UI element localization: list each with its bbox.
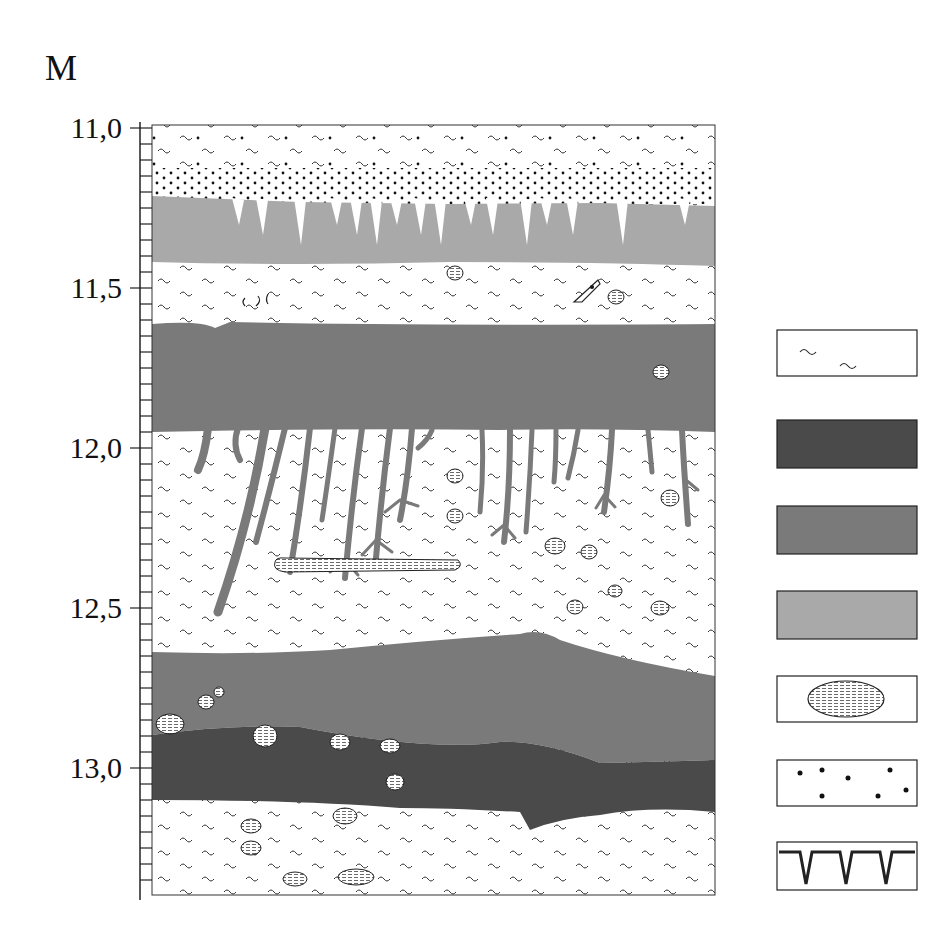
depth-label: 13,0: [70, 753, 123, 783]
axis-tick: [130, 287, 152, 288]
axis-tick: [140, 255, 152, 256]
depth-label: 11,5: [71, 273, 122, 303]
depth-label: 12,5: [70, 593, 123, 623]
crack-wedges: [232, 198, 690, 245]
axis-tick: [140, 511, 152, 512]
axis-tick: [140, 575, 152, 576]
axis-tick: [130, 127, 152, 128]
axis-tick: [140, 591, 152, 592]
axis-tick: [140, 495, 152, 496]
sand-ground: [152, 168, 715, 204]
crack-wedge: [616, 198, 628, 245]
axis-tick: [140, 207, 152, 208]
light-horizon: [152, 196, 715, 266]
axis-tick: [140, 159, 152, 160]
axis-tick: [140, 831, 152, 832]
sparse-sand: [152, 125, 715, 170]
axis-tick: [140, 143, 152, 144]
crack-wedge: [434, 198, 446, 245]
carbonate-nodules: [156, 266, 679, 886]
axis-tick: [140, 351, 152, 352]
crack-wedge: [370, 198, 382, 245]
axis-tick: [140, 639, 152, 640]
axis-tick: [140, 191, 152, 192]
axis-tick: [140, 479, 152, 480]
axis-tick: [140, 815, 152, 816]
axis-ticks: [130, 128, 152, 880]
axis-tick: [140, 863, 152, 864]
crack-wedge: [486, 198, 498, 235]
column-frame: [152, 125, 715, 895]
dark-horizon: [152, 726, 715, 830]
crack-wedge: [540, 198, 552, 225]
medium-horizon: [152, 322, 715, 432]
axis-tick: [140, 367, 152, 368]
crack-wedge: [678, 198, 690, 225]
depth-label: 11,0: [71, 113, 122, 143]
crack-wedge: [232, 198, 244, 225]
crack-wedge: [520, 198, 532, 245]
axis-tick: [140, 175, 152, 176]
axis-tick: [140, 879, 152, 880]
axis-tick: [140, 271, 152, 272]
column-ground: [152, 125, 715, 895]
legend: [777, 330, 917, 890]
crack-wedge: [330, 198, 342, 225]
axis-tick: [130, 767, 152, 768]
sand-layer: [152, 168, 715, 204]
axis-tick: [140, 559, 152, 560]
crack-wedge: [350, 198, 362, 235]
axis-tick: [140, 415, 152, 416]
axis-tick: [140, 783, 152, 784]
axis-tick: [130, 447, 152, 448]
worm-marks: [243, 280, 600, 306]
axis-tick: [140, 239, 152, 240]
axis-tick: [140, 223, 152, 224]
axis-tick: [140, 399, 152, 400]
axis-tick: [140, 751, 152, 752]
unit-label: M: [45, 50, 77, 86]
axis-tick: [140, 319, 152, 320]
depth-axis: [139, 122, 141, 900]
axis-tick: [140, 303, 152, 304]
axis-tick: [140, 847, 152, 848]
crack-wedge: [566, 198, 578, 235]
axis-tick: [140, 335, 152, 336]
crack-wedge: [294, 198, 306, 245]
axis-tick: [140, 671, 152, 672]
axis-tick: [140, 383, 152, 384]
root-tongues: [198, 428, 698, 612]
axis-tick: [140, 735, 152, 736]
crack-wedge: [414, 198, 426, 235]
axis-tick: [140, 799, 152, 800]
depth-label: 12,0: [70, 433, 123, 463]
axis-tick: [140, 527, 152, 528]
axis-tick: [140, 543, 152, 544]
axis-tick: [140, 703, 152, 704]
crack-wedge: [464, 198, 476, 225]
crack-wedge: [256, 198, 268, 235]
crack-wedge: [390, 198, 402, 225]
axis-tick: [140, 719, 152, 720]
axis-tick: [140, 431, 152, 432]
axis-tick: [140, 687, 152, 688]
axis-tick: [140, 655, 152, 656]
axis-tick: [140, 623, 152, 624]
axis-tick: [140, 463, 152, 464]
axis-tick: [130, 607, 152, 608]
loam-texture: [152, 125, 715, 895]
